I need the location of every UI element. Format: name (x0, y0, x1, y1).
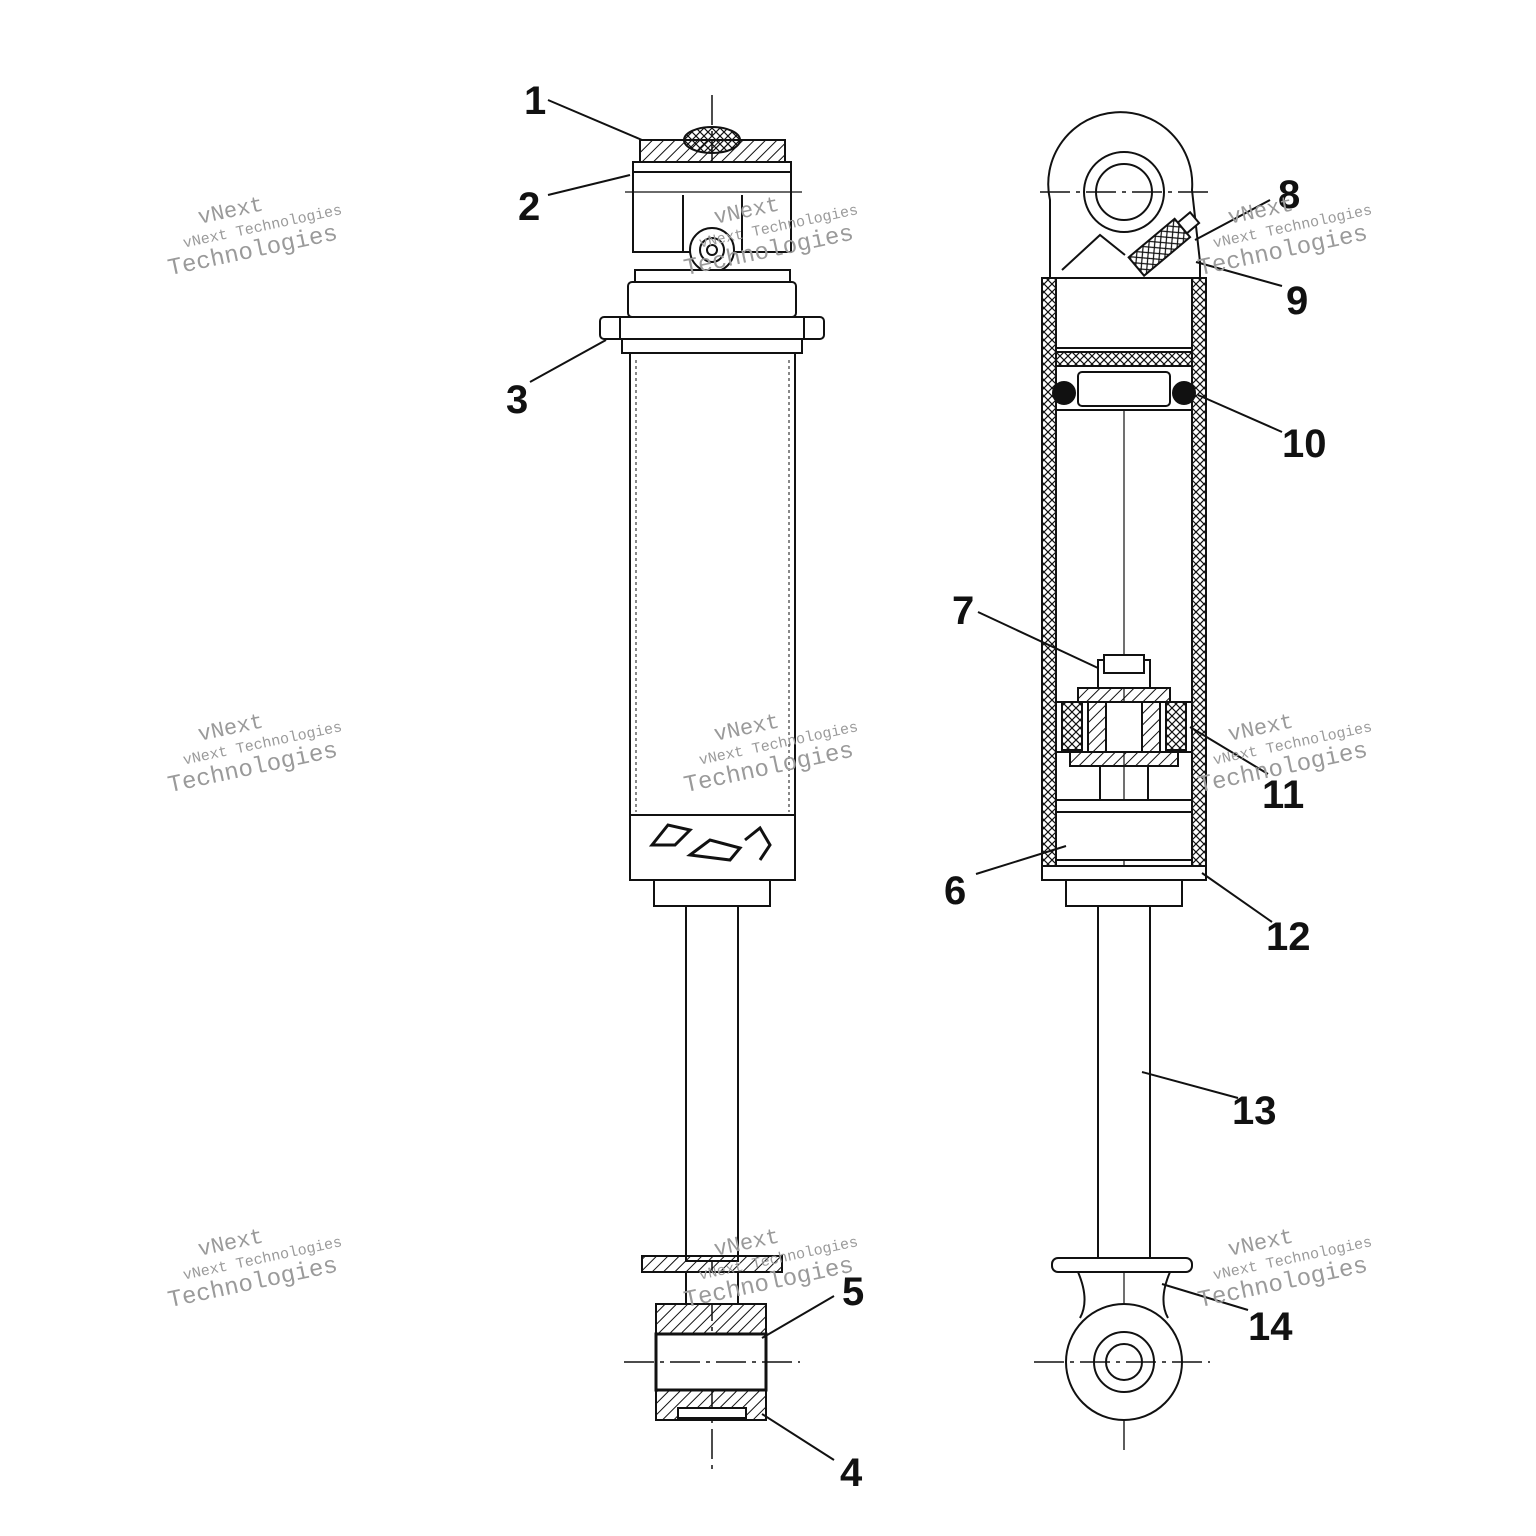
callout-numbers: 1 2 3 4 5 6 7 8 9 10 11 12 13 14 (506, 79, 1327, 1495)
piston-oring-left (1052, 381, 1076, 405)
watermark-7: vNext vNext Technologies Technologies (166, 1225, 344, 1316)
piston-rod (1097, 905, 1151, 1263)
callout-6: 6 (944, 869, 966, 913)
piston-shaft (685, 905, 739, 1262)
watermark-9: vNext vNext Technologies Technologies (1196, 1225, 1374, 1316)
watermark-1: vNext vNext Technologies Technologies (166, 193, 344, 284)
callout-8: 8 (1278, 173, 1300, 217)
seal-head (1055, 799, 1193, 861)
callout-13: 13 (1232, 1089, 1277, 1133)
cylinder-wall-left (1041, 277, 1057, 869)
piston-nut (1103, 654, 1145, 674)
callout-10: 10 (1282, 422, 1327, 466)
piston-oring-right (1172, 381, 1196, 405)
lower-bushing (655, 1303, 767, 1335)
callout-5: 5 (842, 1270, 864, 1314)
callout-12: 12 (1266, 915, 1311, 959)
bump-stop-washer (1051, 1257, 1193, 1273)
schrader-valve (1127, 210, 1201, 278)
leader-lines (529, 99, 1283, 1461)
callout-2: 2 (518, 185, 540, 229)
watermarks: vNext vNext Technologies Technologies vN… (166, 193, 1374, 1316)
callout-11: 11 (1262, 773, 1304, 817)
callout-9: 9 (1286, 279, 1308, 323)
top-button (683, 126, 741, 154)
callout-1: 1 (524, 79, 546, 123)
main-cylinder (629, 352, 796, 881)
callout-7: 7 (952, 589, 974, 633)
callout-14: 14 (1248, 1305, 1293, 1349)
logo-mark (648, 823, 772, 862)
watermark-4: vNext vNext Technologies Technologies (166, 710, 344, 801)
shock-cutaway-view (1034, 111, 1210, 1450)
watermark-6: vNext vNext Technologies Technologies (1196, 710, 1374, 801)
shock-exterior-view (599, 95, 825, 1470)
locking-nut (599, 316, 825, 340)
callout-3: 3 (506, 378, 528, 422)
callout-4: 4 (840, 1451, 863, 1495)
